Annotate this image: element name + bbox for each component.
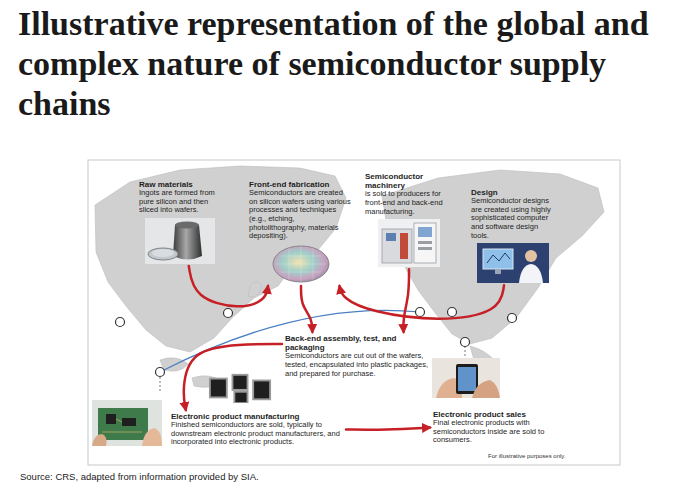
stage-photo [145, 218, 215, 264]
stage-description: Finished semiconductors are sold, typica… [171, 421, 343, 447]
stage-block: Electronic product salesFinal electronic… [430, 408, 562, 447]
stage-heading: Raw materials [139, 180, 221, 189]
stage-photo [271, 244, 331, 284]
leader-line [160, 346, 465, 392]
page-title: Illustrative representation of the globa… [18, 4, 688, 124]
stage-block: Back-end assembly, test, and packagingSe… [282, 332, 434, 380]
sales-photo [432, 358, 500, 398]
stage-heading: Electronic product manufacturing [171, 412, 343, 421]
flow-arrow [340, 285, 505, 318]
note-label: For illustrative purposes only. [488, 453, 608, 459]
source-caption: Source: CRS, adapted from information pr… [20, 471, 620, 482]
stage-photo [477, 243, 549, 283]
flow-arrow [403, 269, 409, 332]
land-mass [95, 166, 604, 387]
stage-heading: Semiconductor machinery [365, 172, 453, 190]
stage-description: Semiconductors are cut out of the wafers… [285, 352, 431, 378]
stage-description: Semiconductors are created on silicon wa… [249, 189, 353, 241]
flow-arrow [346, 428, 430, 430]
stage-heading: Electronic product sales [433, 410, 559, 419]
stage-photo [378, 219, 440, 267]
manufacturing-photo [92, 400, 162, 446]
stage-heading: Front-end fabrication [249, 180, 353, 189]
stage-heading: Design [471, 188, 555, 197]
stage-block: Front-end fabricationSemiconductors are … [246, 178, 356, 286]
stage-description: Final electronic products with semicondu… [433, 419, 559, 445]
chips-photo [209, 374, 271, 403]
stage-description: Ingots are formed from pure silicon and … [139, 189, 221, 215]
flow-arrow [189, 266, 268, 306]
stage-heading: Back-end assembly, test, and packaging [285, 334, 431, 352]
figure-frame [88, 160, 620, 465]
stage-block: Semiconductor machineryis sold to produc… [362, 170, 456, 269]
stage-block: Raw materialsIngots are formed from pure… [136, 178, 224, 266]
stage-block: Electronic product manufacturingFinished… [168, 410, 346, 449]
stage-description: is sold to producers for front-end and b… [365, 190, 453, 216]
flow-arrow [184, 344, 282, 410]
flow-arrow [301, 286, 312, 332]
stage-block: DesignSemiconductor designs are created … [468, 186, 558, 285]
stage-description: Semiconductor designs are created using … [471, 197, 555, 240]
